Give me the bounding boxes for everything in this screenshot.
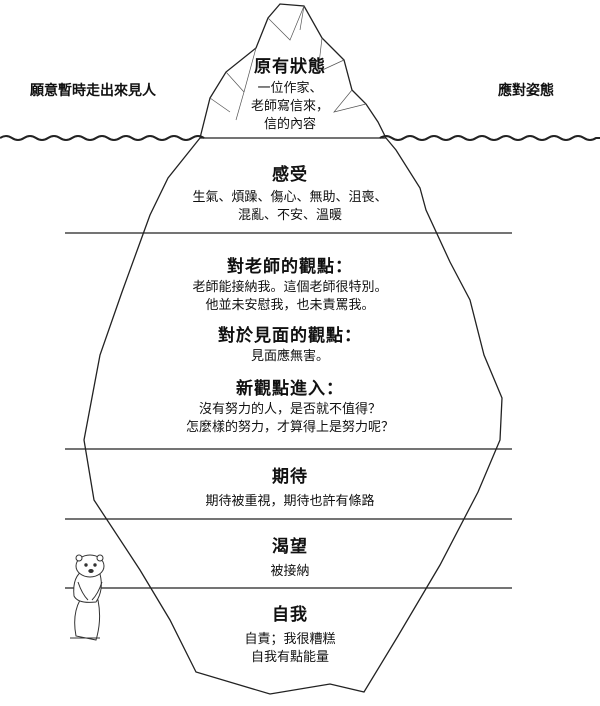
layer-title: 原有狀態 (254, 57, 326, 77)
layer-yearning: 渴望 被接納 (140, 532, 440, 581)
iceberg-body (83, 137, 503, 695)
layer-self: 自我 自責；我很糟糕 自我有點能量 (140, 600, 440, 667)
perception-line: 沒有努力的人，是否就不值得？ (198, 402, 381, 417)
perception-title: 對於見面的觀點： (218, 326, 362, 346)
perception-title: 對老師的觀點： (227, 257, 353, 277)
layer-line: 混亂、不安、溫暖 (237, 208, 342, 223)
perception-title: 新觀點進入： (236, 379, 344, 399)
perception-line: 見面應無害。 (250, 349, 329, 364)
layer-line: 期待被重視，期待也許有條路 (205, 494, 375, 509)
layer-line: 一位作家、 (257, 81, 323, 96)
layer-line: 生氣、煩躁、傷心、無助、沮喪、 (192, 190, 388, 205)
layer-line: 自我有點能量 (250, 650, 329, 665)
layer-original-state: 原有狀態 一位作家、 老師寫信來， 信的內容 (210, 52, 370, 134)
perception-line: 怎麼樣的努力，才算得上是努力呢？ (185, 420, 394, 435)
layer-title: 期待 (272, 467, 308, 487)
left-side-label: 願意暫時走出來見人 (30, 83, 156, 99)
layer-line: 被接納 (270, 564, 310, 579)
layer-title: 自我 (272, 605, 308, 625)
layer-expectations: 期待 期待被重視，期待也許有條路 (140, 462, 440, 511)
layer-line: 自責；我很糟糕 (244, 632, 336, 647)
polar-bear-illustration (70, 554, 105, 641)
layer-title: 渴望 (272, 537, 308, 557)
right-side-label: 應對姿態 (498, 83, 554, 99)
iceberg-facets (209, 5, 367, 121)
layer-line: 老師寫信來， (250, 99, 329, 114)
water-line (0, 135, 600, 141)
perception-line: 他並未安慰我，也未責罵我。 (205, 298, 375, 313)
layer-perceptions: 對老師的觀點： 老師能接納我。這個老師很特別。 他並未安慰我，也未責罵我。 對於… (140, 252, 440, 437)
layer-line: 信的內容 (263, 117, 316, 132)
layer-title: 感受 (272, 165, 308, 185)
perception-line: 老師能接納我。這個老師很特別。 (192, 280, 388, 295)
layer-feelings: 感受 生氣、煩躁、傷心、無助、沮喪、 混亂、不安、溫暖 (140, 160, 440, 225)
